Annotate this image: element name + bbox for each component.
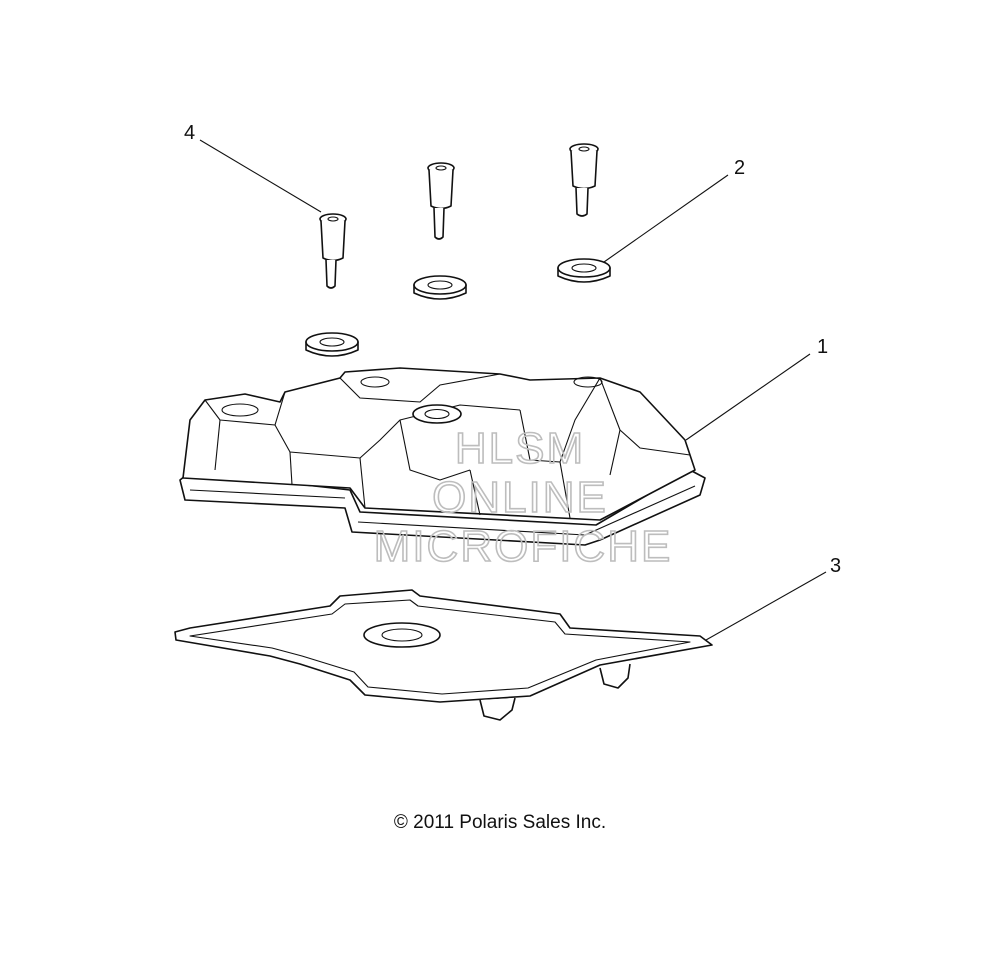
bolt-middle [427, 162, 455, 240]
valve-cover [179, 367, 706, 546]
bolt-right [569, 143, 599, 217]
grommet-right [557, 258, 611, 283]
leader-line-4 [199, 139, 322, 213]
watermark-line-2: ONLINE [432, 473, 608, 522]
grommet-middle [413, 275, 467, 300]
leader-line-3 [705, 571, 827, 641]
callout-1: 1 [817, 336, 828, 358]
grommet-left [305, 332, 359, 357]
watermark-line-3: MICROFICHE [374, 522, 673, 571]
callout-2: 2 [734, 157, 745, 179]
callout-3: 3 [830, 555, 841, 577]
bolt-left [319, 213, 347, 289]
gasket [174, 589, 713, 721]
leader-line-2 [603, 174, 729, 263]
leader-line-1 [685, 353, 811, 441]
watermark-line-1: HLSM [455, 424, 585, 473]
callout-4: 4 [184, 122, 195, 144]
watermark: HLSM ONLINE MICROFICHE [373, 423, 673, 572]
copyright-notice: © 2011 Polaris Sales Inc. [393, 812, 607, 833]
